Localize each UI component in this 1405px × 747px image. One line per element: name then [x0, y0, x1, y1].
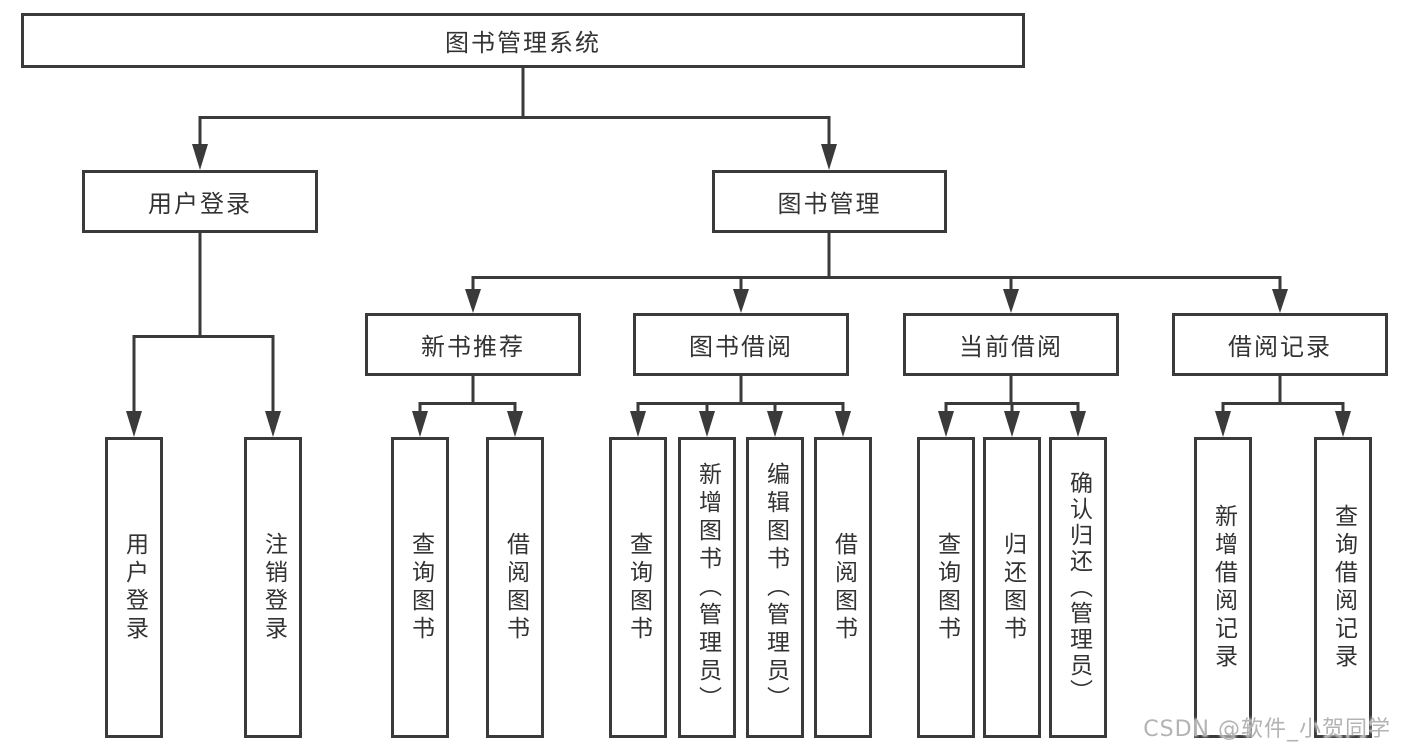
leaf-query-books-2-label: 查询图书 [625, 531, 652, 644]
node-user-login-label: 用户登录 [148, 190, 252, 218]
leaf-query-books-3: 查询图书 [917, 437, 975, 738]
leaf-query-books-3-label: 查询图书 [933, 531, 960, 644]
leaf-query-borrow-record-label: 查询借阅记录 [1330, 503, 1357, 672]
leaf-user-login: 用户登录 [105, 437, 163, 738]
node-borrow-records-label: 借阅记录 [1228, 333, 1332, 361]
node-current-borrow-label: 当前借阅 [959, 333, 1063, 361]
node-book-management-label: 图书管理 [777, 190, 882, 218]
leaf-return-books-label: 归还图书 [999, 531, 1026, 644]
leaf-edit-books-admin: 编辑图书（管理员） [746, 437, 804, 738]
node-new-book-recommend-label: 新书推荐 [421, 333, 525, 361]
leaf-borrow-books-1: 借阅图书 [486, 437, 544, 738]
leaf-logout-label: 注销登录 [260, 531, 287, 644]
leaf-logout: 注销登录 [244, 437, 302, 738]
leaf-add-borrow-record: 新增借阅记录 [1194, 437, 1252, 738]
node-user-login: 用户登录 [82, 170, 318, 233]
leaf-borrow-books-1-label: 借阅图书 [502, 531, 529, 644]
leaf-confirm-return-admin-label: 确认归还（管理员） [1065, 470, 1092, 705]
leaf-user-login-label: 用户登录 [121, 531, 148, 644]
leaf-confirm-return-admin: 确认归还（管理员） [1049, 437, 1107, 738]
node-new-book-recommend: 新书推荐 [365, 313, 581, 376]
node-current-borrow: 当前借阅 [903, 313, 1119, 376]
leaf-query-books-1-label: 查询图书 [407, 531, 434, 644]
leaf-query-books-1: 查询图书 [391, 437, 449, 738]
node-book-borrow-label: 图书借阅 [689, 333, 793, 361]
node-borrow-records: 借阅记录 [1172, 313, 1388, 376]
node-book-management: 图书管理 [712, 170, 947, 233]
leaf-borrow-books-2-label: 借阅图书 [830, 531, 857, 644]
watermark-text: CSDN @软件_小贺同学 [1143, 717, 1391, 742]
leaf-edit-books-admin-label: 编辑图书（管理员） [762, 461, 789, 714]
leaf-query-books-2: 查询图书 [609, 437, 667, 738]
node-book-borrow: 图书借阅 [633, 313, 849, 376]
leaf-add-borrow-record-label: 新增借阅记录 [1210, 503, 1237, 672]
leaf-add-books-admin-label: 新增图书（管理员） [694, 461, 721, 714]
leaf-add-books-admin: 新增图书（管理员） [678, 437, 736, 738]
leaf-return-books: 归还图书 [983, 437, 1041, 738]
node-root: 图书管理系统 [21, 13, 1025, 68]
leaf-query-borrow-record: 查询借阅记录 [1314, 437, 1372, 738]
leaf-borrow-books-2: 借阅图书 [814, 437, 872, 738]
node-root-label: 图书管理系统 [445, 29, 601, 57]
